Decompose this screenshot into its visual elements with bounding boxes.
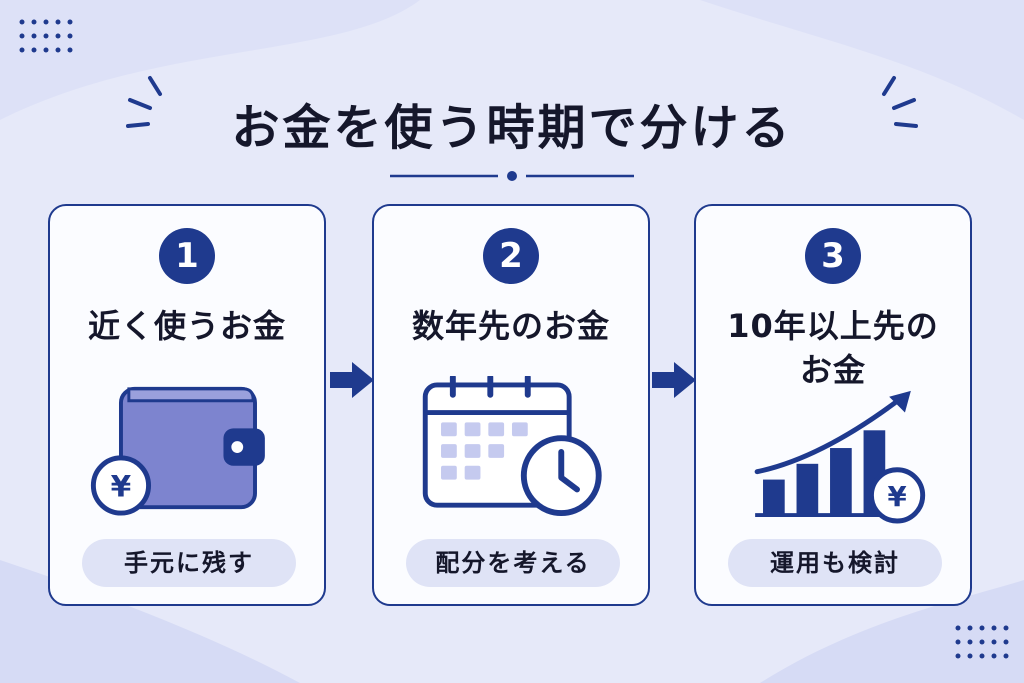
action-pill: 手元に残す	[82, 539, 296, 587]
dot-grid-top-left	[19, 19, 73, 53]
growth-chart-yen-icon: ¥	[754, 390, 926, 524]
calendar-clock-icon	[422, 376, 602, 517]
dot-grid-bottom-right	[955, 625, 1009, 659]
arrow-right-icon	[330, 362, 374, 398]
action-pill: 配分を考える	[406, 539, 620, 587]
card-near-term: 1 近く使うお金 ¥ 手元に残す	[48, 204, 326, 606]
card-long-term: 3 10年以上先の お金 ¥ 運用も検討	[694, 204, 972, 606]
action-pill: 運用も検討	[728, 539, 942, 587]
yen-symbol: ¥	[887, 480, 906, 513]
step-badge: 1	[159, 228, 215, 284]
card-title: 近く使うお金	[87, 307, 286, 345]
arrow-right-icon	[652, 362, 696, 398]
page-title: お金を使う時期で分ける	[231, 100, 793, 156]
accent-marks-right	[882, 76, 918, 128]
card-title: 数年先のお金	[411, 307, 610, 345]
step-badge: 3	[805, 228, 861, 284]
accent-marks-left	[126, 76, 162, 128]
title-divider	[390, 171, 634, 181]
yen-symbol: ¥	[111, 469, 132, 503]
wallet-yen-icon: ¥	[90, 386, 265, 516]
card-few-years: 2 数年先のお金 配分を考える	[372, 204, 650, 606]
card-title: 10年以上先の お金	[727, 307, 939, 389]
step-badge: 2	[483, 228, 539, 284]
